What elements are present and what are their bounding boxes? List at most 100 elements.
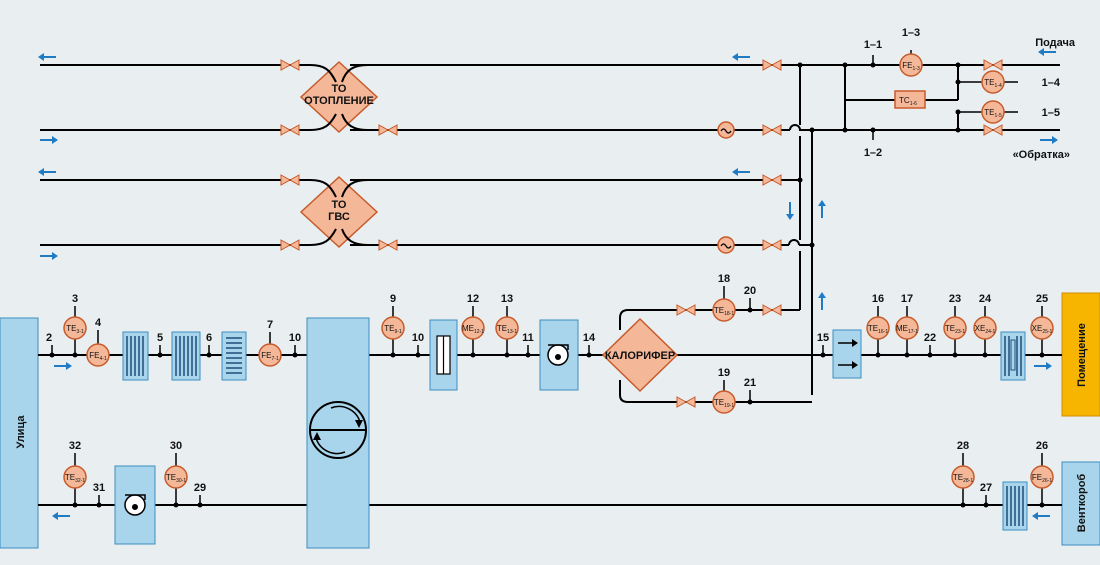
svg-text:ME17-1: ME17-1 [896, 324, 918, 335]
room-label: Помещение [1076, 323, 1088, 387]
point-21: 21 [744, 377, 756, 389]
sensor-sub: 24-1 [985, 329, 995, 335]
sensor-te-13-1[interactable]: TE13-1 [495, 316, 519, 340]
sensor-te-1-4[interactable]: TE1-4 [981, 70, 1005, 94]
sensor-xe-25-1[interactable]: XE25-1 [1030, 316, 1054, 340]
sensor-me-17-1[interactable]: ME17-1 [895, 316, 919, 340]
point-1-2: 1–2 [864, 147, 882, 159]
valve-icon[interactable] [280, 59, 300, 71]
valve-icon[interactable] [983, 124, 1003, 136]
svg-text:TE19-1: TE19-1 [714, 398, 734, 409]
point-2: 2 [46, 332, 52, 344]
valve-icon[interactable] [378, 124, 398, 136]
sensor-te-32-1[interactable]: TE32-1 [63, 465, 87, 489]
sensor-xe-24-1[interactable]: XE24-1 [973, 316, 997, 340]
point-32: 32 [69, 440, 81, 452]
supply-label: Подача [1035, 37, 1076, 49]
sensor-fe-4-1[interactable]: FE4-1 [86, 343, 110, 367]
sensor-main: TE [868, 324, 878, 333]
sensor-main: TE [384, 324, 394, 333]
valve-icon[interactable] [762, 239, 782, 251]
fan-icon [539, 319, 579, 391]
sensor-main: TE [984, 108, 994, 117]
valve-icon[interactable] [762, 174, 782, 186]
svg-text:TE1-5: TE1-5 [984, 108, 1002, 119]
sensor-te-28-1[interactable]: TE28-1 [951, 465, 975, 489]
vent-box: Венткороб [1061, 461, 1100, 546]
network-valves [280, 59, 1003, 251]
sensor-te-9-1[interactable]: TE9-1 [381, 316, 405, 340]
point-30: 30 [170, 440, 182, 452]
valve-icon[interactable] [280, 239, 300, 251]
svg-text:TE9-1: TE9-1 [384, 324, 402, 335]
point-11: 11 [522, 332, 534, 344]
point-26: 26 [1036, 440, 1048, 452]
sensor-main: XE [975, 324, 986, 333]
sensor-te-19-1[interactable]: TE19-1 [712, 390, 736, 414]
point-24: 24 [979, 293, 992, 305]
valve-icon[interactable] [762, 59, 782, 71]
svg-text:TE16-1: TE16-1 [868, 324, 888, 335]
point-10b: 10 [412, 332, 424, 344]
point-labels: 2 3 4 5 6 7 10 9 10 12 13 11 14 18 20 19… [46, 273, 1048, 494]
heat-exchanger-heating-line1: ТО [331, 83, 346, 95]
sensor-main: TE [714, 398, 724, 407]
heat-exchanger-heating-line2: ОТОПЛЕНИЕ [304, 95, 374, 107]
sensor-fe-7-1[interactable]: FE7-1 [258, 343, 282, 367]
svg-text:FE4-1: FE4-1 [89, 351, 107, 362]
sensor-main: XE [1032, 324, 1043, 333]
sensor-sub: 16-1 [878, 329, 888, 335]
valve-icon[interactable] [983, 59, 1003, 71]
sensor-sub: 23-1 [955, 329, 965, 335]
point-6: 6 [206, 332, 212, 344]
valve-icon[interactable] [762, 304, 782, 316]
sensor-sub: 13-1 [507, 329, 517, 335]
sensor-te-3-1[interactable]: TE3-1 [63, 316, 87, 340]
sensor-sub: 4-1 [100, 356, 107, 362]
point-9: 9 [390, 293, 396, 305]
svg-text:TE32-1: TE32-1 [65, 473, 85, 484]
point-23: 23 [949, 293, 961, 305]
heater-coil: КАЛОРИФЕР [601, 317, 679, 393]
heat-recovery-wheel [306, 317, 370, 549]
point-18: 18 [718, 273, 730, 285]
point-27: 27 [980, 482, 992, 494]
sensor-fe-1-3[interactable]: FE1-3 [899, 53, 923, 77]
sensor-fe-26-1[interactable]: FE26-1 [1030, 465, 1054, 489]
sensor-main: FE [261, 351, 271, 360]
sensor-te-18-1[interactable]: TE18-1 [712, 298, 736, 322]
sensor-main: TE [65, 473, 75, 482]
sensor-main: TE [984, 78, 994, 87]
sensor-te-23-1[interactable]: TE23-1 [943, 316, 967, 340]
sensor-main: TC [899, 96, 910, 105]
sensor-sub: 3-1 [77, 329, 84, 335]
sensor-sub: 28-1 [963, 478, 973, 484]
valve-icon[interactable] [378, 239, 398, 251]
sensor-te-16-1[interactable]: TE16-1 [866, 316, 890, 340]
fan-icon [114, 465, 156, 545]
temperature-controller: TC1-6 [894, 90, 926, 109]
sensor-sub: 30-1 [176, 478, 186, 484]
valve-icon[interactable] [762, 124, 782, 136]
sensor-main: FE [89, 351, 99, 360]
svg-text:TE30-1: TE30-1 [166, 473, 186, 484]
sensor-sub: 26-1 [1042, 478, 1052, 484]
valve-icon[interactable] [676, 304, 696, 316]
valve-icon[interactable] [280, 174, 300, 186]
valve-icon[interactable] [676, 396, 696, 408]
sensor-main: FE [902, 61, 912, 70]
point-15: 15 [817, 332, 829, 344]
point-1-3: 1–3 [902, 27, 920, 39]
valve-icon[interactable] [280, 124, 300, 136]
street-box: Улица [0, 317, 39, 549]
sensor-main: TE [945, 324, 955, 333]
sensor-me-12-1[interactable]: ME12-1 [461, 316, 485, 340]
sensor-te-30-1[interactable]: TE30-1 [164, 465, 188, 489]
svg-text:TE18-1: TE18-1 [714, 306, 734, 317]
sensor-te-1-5[interactable]: TE1-5 [981, 100, 1005, 124]
svg-text:XE24-1: XE24-1 [975, 324, 996, 335]
sensor-main: TE [66, 324, 76, 333]
point-1-1: 1–1 [864, 39, 882, 51]
point-14: 14 [583, 332, 596, 344]
